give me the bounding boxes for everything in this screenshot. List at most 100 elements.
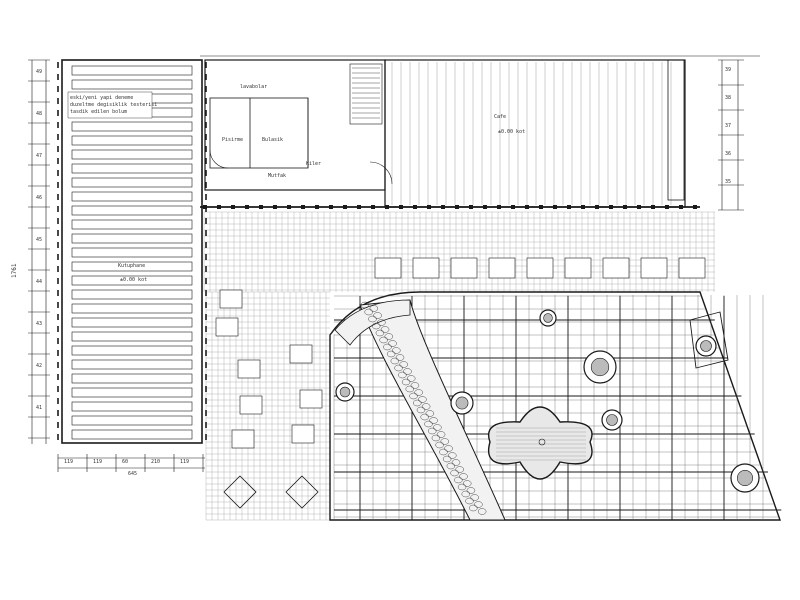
- bottom-ruler-label: 119: [64, 459, 74, 465]
- left-hall-outer-wall: [61, 59, 203, 444]
- cobble-stone: [459, 473, 468, 480]
- cobble-stone: [413, 399, 422, 407]
- left-ruler-label: 46: [36, 195, 43, 201]
- wall-column: [483, 205, 487, 209]
- cobble-stone: [461, 490, 470, 498]
- cobble-stone: [451, 459, 461, 466]
- left-ruler-label: 43: [36, 321, 43, 327]
- bottom-ruler-label: 210: [151, 459, 161, 465]
- wall-column: [455, 205, 459, 209]
- tree-trunk-ring: [606, 414, 618, 426]
- cobble-stone: [373, 312, 382, 319]
- wall-column: [231, 205, 235, 209]
- hall-bay-stripe: [71, 317, 193, 328]
- cobble-stone: [444, 445, 453, 452]
- cobble-stone: [436, 431, 446, 438]
- wall-column: [357, 205, 361, 209]
- diamond-paving: [223, 475, 257, 509]
- left-hall-label: Kutuphane: [118, 263, 146, 269]
- total-height-dimension: 1761: [11, 263, 18, 278]
- pool-outline: [488, 406, 593, 480]
- note-box: [67, 91, 153, 119]
- cobble-stone: [360, 301, 370, 309]
- hall-bay-stripe: [71, 65, 193, 76]
- note-line-2: duzeltme degisiklik testerisi: [70, 102, 158, 108]
- curved-stone-path: [334, 299, 506, 521]
- courtyard: [215, 257, 782, 521]
- right-ruler-label: 35: [725, 179, 732, 185]
- wall-column: [427, 205, 431, 209]
- cafe-building: [200, 55, 760, 211]
- wall-column: [245, 205, 249, 209]
- cobble-stone: [474, 501, 483, 508]
- cobble-stone: [465, 497, 474, 505]
- hall-bay-stripe: [71, 373, 193, 384]
- hall-bay-stripe: [71, 415, 193, 426]
- cobble-stone: [448, 452, 457, 459]
- wall-column: [259, 205, 263, 209]
- kitchen-room: [209, 97, 309, 169]
- bottom-total-dimension: 645: [128, 471, 138, 477]
- stepping-pad: [239, 395, 263, 415]
- hall-bay-stripe: [71, 121, 193, 132]
- note-line-3: tasdik edilen bolum: [70, 109, 128, 115]
- hall-bay-stripe: [71, 275, 193, 286]
- hall-bay-stripe: [71, 429, 193, 440]
- cobble-stone: [463, 480, 472, 487]
- wall-column: [203, 205, 207, 209]
- wall-column: [469, 205, 473, 209]
- tree-trunk-ring: [590, 357, 610, 377]
- cobble-stone: [477, 508, 487, 515]
- wall-column: [539, 205, 543, 209]
- left-ruler-label: 48: [36, 111, 43, 117]
- hall-bay-stripe: [71, 177, 193, 188]
- wall-column: [343, 205, 347, 209]
- corner-planter: [689, 311, 729, 369]
- hall-bay-stripe: [71, 79, 193, 90]
- room-a-label: Pisirme: [222, 137, 244, 143]
- cobble-stone: [368, 315, 377, 323]
- left-ruler-label: 41: [36, 405, 43, 411]
- cobble-stone: [410, 382, 420, 389]
- left-ruler-label: 47: [36, 153, 43, 159]
- bench-planter: [488, 257, 516, 279]
- cobble-stone: [372, 322, 381, 330]
- wall-column: [665, 205, 669, 209]
- hall-bay-stripe: [71, 401, 193, 412]
- door-swing: [369, 161, 393, 185]
- cobble-stone: [424, 420, 433, 428]
- left-ruler-label: 44: [36, 279, 43, 285]
- tree-trunk-ring: [700, 340, 712, 352]
- hall-bay-stripe: [71, 247, 193, 258]
- hall-bay-stripe: [71, 149, 193, 160]
- wall-column: [651, 205, 655, 209]
- hall-bay-stripe: [71, 205, 193, 216]
- cobble-stone: [398, 371, 407, 379]
- bench-planter: [640, 257, 668, 279]
- cobble-stone: [394, 364, 403, 372]
- diamond-paving: [285, 475, 319, 509]
- wall-column: [371, 205, 375, 209]
- hall-bay-stripe: [71, 359, 193, 370]
- stepping-pad: [291, 424, 315, 444]
- note-line-1: eski/yeni yapi deneme: [70, 95, 134, 101]
- cobble-stone: [375, 329, 385, 337]
- right-ruler-label: 37: [725, 123, 732, 129]
- cobble-stone: [416, 406, 426, 414]
- cobble-stone: [380, 326, 390, 333]
- cobble-stone: [470, 494, 479, 501]
- service-block-wall: [204, 59, 386, 191]
- cobble-stone: [446, 462, 456, 470]
- bench-planter: [450, 257, 478, 279]
- stone-path-body: [359, 299, 506, 521]
- wall-column: [385, 205, 389, 209]
- cobble-stone: [364, 308, 373, 316]
- stepping-pad: [299, 389, 323, 409]
- dimension-lines: [57, 454, 205, 472]
- cobble-stone: [405, 385, 414, 393]
- wall-column: [581, 205, 585, 209]
- cobble-stone: [386, 350, 396, 358]
- wall-column: [623, 205, 627, 209]
- cobble-stone: [435, 441, 444, 449]
- wall-column: [497, 205, 501, 209]
